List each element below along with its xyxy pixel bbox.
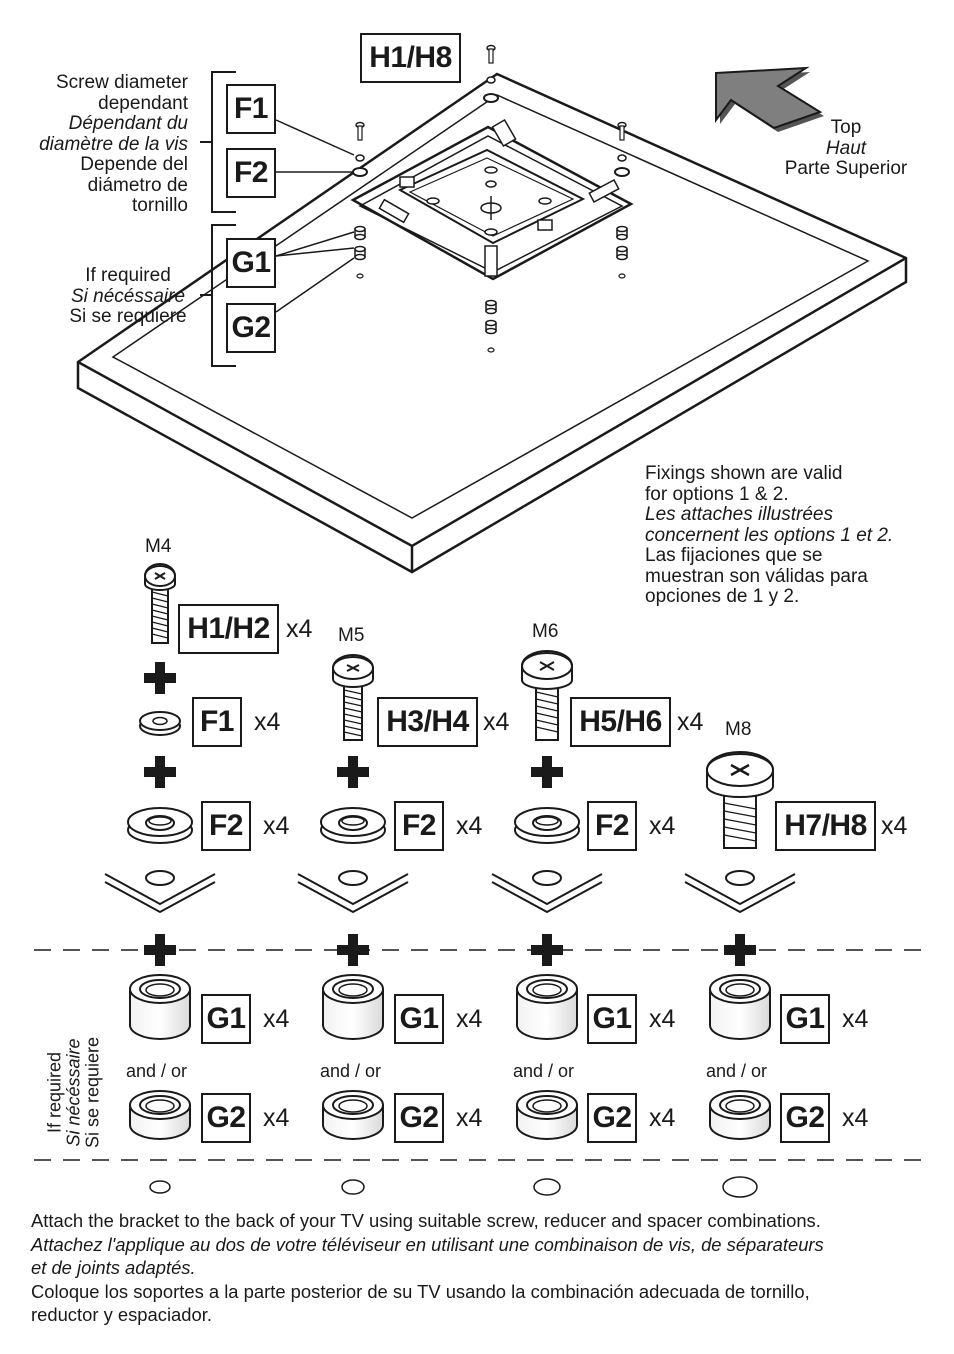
qty-g1-col4: x4: [842, 1005, 869, 1033]
screw-diameter-fr-2: diamètre de la vis: [39, 133, 188, 155]
fixings-note-fr-1: Les attaches illustrées: [645, 504, 833, 525]
label-g1-top: G1: [226, 238, 276, 288]
qty-h5-h6: x4: [677, 708, 704, 736]
and-or-col4: and / or: [706, 1061, 768, 1081]
screw-size-m8: M8: [725, 719, 752, 740]
screw-diameter-en-2: dependant: [98, 92, 188, 114]
label-g2-col1: G2: [201, 1093, 251, 1143]
label-h1-h8: H1/H8: [360, 33, 461, 83]
label-f2-col1: F2: [201, 801, 251, 851]
qty-f2-col2: x4: [456, 812, 483, 840]
label-f2-col3: F2: [587, 801, 637, 851]
f1-washer-icon: [139, 711, 181, 736]
if-required-fr: Si nécéssaire: [70, 285, 186, 307]
qty-f2-col3: x4: [649, 812, 676, 840]
if-required-es: Si se requiere: [69, 306, 187, 327]
qty-h7-h8: x4: [881, 812, 908, 840]
label-g1-col1: G1: [201, 994, 251, 1044]
fixings-note-es-2: muestran son válidas para: [645, 565, 868, 587]
optional-section-dividers: [34, 949, 922, 1161]
m4-screw-icon: [144, 563, 176, 644]
label-h7-h8: H7/H8: [775, 801, 876, 851]
m8-screw-icon: [706, 751, 774, 849]
screw-diameter-note: Screw diameter dependant Dépendant du di…: [18, 72, 188, 217]
f2-washer-icons: [127, 807, 580, 844]
m6-screw-icon: [521, 650, 573, 741]
fixings-note-en-1: Fixings shown are valid: [645, 463, 843, 484]
qty-g1-col3: x4: [649, 1005, 676, 1033]
wall-bracket: [350, 118, 634, 281]
if-required-en: If required: [85, 265, 171, 286]
top-label-en: Top: [830, 117, 862, 138]
bracket-plate-icons: [104, 870, 796, 913]
top-label-fr: Haut: [825, 137, 867, 159]
label-g1-col3: G1: [587, 994, 637, 1044]
if-required-side-note: If required Si nécéssaire Si se requiere: [44, 1013, 103, 1173]
qty-g2-col2: x4: [456, 1104, 483, 1132]
qty-h1-h2: x4: [286, 615, 313, 643]
qty-f2-col1: x4: [263, 812, 290, 840]
and-or-col2: and / or: [320, 1061, 382, 1081]
label-g1-col2: G1: [394, 994, 444, 1044]
fixings-note-es-3: opciones de 1 y 2.: [645, 586, 800, 607]
label-f2-top: F2: [226, 148, 276, 198]
qty-g2-col1: x4: [263, 1104, 290, 1132]
instructions-en: Attach the bracket to the back of your T…: [31, 1210, 821, 1231]
instructions-fr-2: et de joints adaptés.: [31, 1257, 196, 1278]
qty-g1-col1: x4: [263, 1005, 290, 1033]
fixings-note-en-2: for options 1 & 2.: [645, 483, 789, 505]
label-h5-h6: H5/H6: [570, 697, 671, 747]
fixings-note-es-1: Las fijaciones que se: [645, 545, 823, 566]
label-g2-col2: G2: [394, 1093, 444, 1143]
instructions-fr-1: Attachez l'applique au dos de votre télé…: [31, 1233, 824, 1255]
and-or-col1: and / or: [126, 1061, 188, 1081]
screw-size-m6: M6: [532, 621, 559, 642]
qty-g1-col2: x4: [456, 1005, 483, 1033]
if-required-side-en: If required: [44, 1051, 65, 1134]
fixings-note-fr-2: concernent les options 1 et 2.: [645, 524, 894, 546]
m5-screw-icon: [332, 654, 374, 741]
if-required-side-es: Si se requiere: [82, 1036, 103, 1149]
screw-size-m5: M5: [338, 625, 365, 646]
top-arrow-icon: [715, 66, 824, 132]
screw-diameter-en-1: Screw diameter: [56, 72, 188, 93]
tv-fixings: [352, 44, 630, 353]
label-f1-top: F1: [226, 84, 276, 134]
label-f2-col2: F2: [394, 801, 444, 851]
label-h1-h2: H1/H2: [178, 604, 279, 654]
top-label-es: Parte Superior: [784, 158, 908, 179]
screw-size-m4: M4: [145, 536, 172, 557]
if-required-note: If required Si nécéssaire Si se requiere: [52, 265, 204, 328]
qty-g2-col4: x4: [842, 1104, 869, 1132]
screw-diameter-es-3: tornillo: [132, 195, 188, 216]
qty-h3-h4: x4: [483, 708, 510, 736]
screw-diameter-es-2: diámetro de: [87, 174, 188, 196]
callout-brackets: [200, 71, 355, 367]
label-g2-top: G2: [226, 303, 276, 353]
instructions-es-1: Coloque los soportes a la parte posterio…: [31, 1280, 810, 1302]
qty-f1: x4: [254, 708, 281, 736]
label-h3-h4: H3/H4: [377, 697, 478, 747]
label-f1: F1: [192, 697, 242, 747]
label-g2-col4: G2: [780, 1093, 830, 1143]
if-required-side-fr: Si nécéssaire: [63, 1038, 84, 1147]
and-or-col3: and / or: [513, 1061, 575, 1081]
top-orientation-label: Top Haut Parte Superior: [770, 117, 922, 180]
label-g2-col3: G2: [587, 1093, 637, 1143]
instructions: Attach the bracket to the back of your T…: [31, 1209, 824, 1327]
screw-diameter-fr-1: Dépendant du: [68, 113, 188, 134]
instructions-es-2: reductor y espaciador.: [31, 1304, 212, 1325]
qty-g2-col3: x4: [649, 1104, 676, 1132]
label-g1-col4: G1: [780, 994, 830, 1044]
fixings-note: Fixings shown are valid for options 1 & …: [645, 463, 894, 608]
tv-hole-icons: [149, 1176, 758, 1198]
screw-diameter-es-1: Depende del: [80, 154, 188, 175]
